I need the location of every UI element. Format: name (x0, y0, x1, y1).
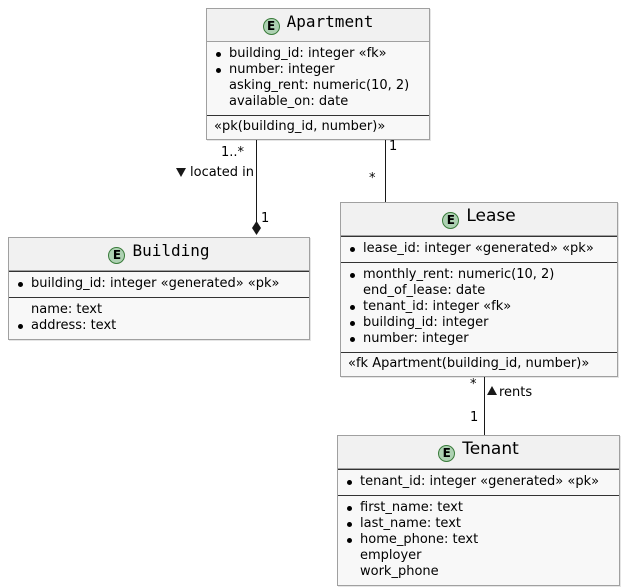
connector-apartment-building (256, 138, 257, 230)
entity-apartment[interactable]: E Apartment building_id: integer «fk» num… (206, 8, 430, 140)
entity-building-attributes: name: text address: text (9, 297, 309, 339)
entity-building[interactable]: E Building building_id: integer «generate… (8, 237, 310, 340)
attribute-row: name: text (31, 302, 103, 317)
cardinality-apartment-lease-target: * (369, 171, 376, 186)
attribute-row: work_phone (360, 564, 439, 579)
attribute-row: home_phone: text (345, 532, 612, 548)
entity-apartment-footer: «pk(building_id, number)» (207, 115, 429, 139)
attribute-row: asking_rent: numeric(10, 2) (229, 78, 410, 93)
entity-lease-header: E Lease (341, 203, 617, 236)
entity-apartment-title: Apartment (286, 12, 374, 31)
attribute-row: monthly_rent: numeric(10, 2) (348, 267, 610, 283)
attribute-row: lease_id: integer «generated» «pk» (348, 241, 610, 257)
primary-key-constraint: «pk(building_id, number)» (214, 119, 386, 134)
cardinality-lease-tenant-source: * (470, 377, 477, 392)
entity-tenant[interactable]: E Tenant tenant_id: integer «generated» «… (337, 435, 620, 586)
attribute-row: tenant_id: integer «generated» «pk» (345, 474, 612, 490)
entity-tenant-title: Tenant (462, 439, 519, 459)
entity-building-title: Building (132, 241, 210, 260)
entity-tenant-attributes: first_name: text last_name: text home_ph… (338, 495, 619, 585)
entity-building-key-attributes: building_id: integer «generated» «pk» (9, 271, 309, 297)
entity-icon: E (108, 247, 126, 264)
attribute-row: address: text (16, 318, 302, 334)
composition-diamond-icon (252, 221, 261, 235)
attribute-row: building_id: integer (348, 315, 610, 331)
relationship-direction-down-icon (176, 168, 186, 177)
attribute-row: last_name: text (345, 516, 612, 532)
relationship-direction-up-icon (487, 386, 497, 395)
attribute-row: first_name: text (345, 500, 612, 516)
relationship-label-rents: rents (499, 385, 533, 400)
cardinality-apartment-building-source: 1..* (221, 145, 245, 160)
cardinality-lease-tenant-target: 1 (470, 410, 479, 425)
entity-icon: E (262, 18, 280, 35)
relationship-label-located-in: located in (190, 165, 255, 180)
entity-lease-attributes: monthly_rent: numeric(10, 2) end_of_leas… (341, 262, 617, 352)
connector-lease-tenant (484, 372, 485, 436)
attribute-row: building_id: integer «generated» «pk» (16, 276, 302, 292)
attribute-row: employer (360, 548, 422, 563)
entity-building-header: E Building (9, 238, 309, 271)
entity-apartment-attributes: building_id: integer «fk» number: intege… (207, 42, 429, 115)
entity-lease-footer: «fk Apartment(building_id, number)» (341, 352, 617, 376)
cardinality-apartment-building-target: 1 (261, 211, 270, 226)
entity-tenant-header: E Tenant (338, 436, 619, 469)
entity-lease-title: Lease (466, 206, 516, 226)
connector-apartment-lease (385, 138, 386, 202)
entity-lease[interactable]: E Lease lease_id: integer «generated» «pk… (340, 202, 618, 377)
attribute-row: number: integer (348, 331, 610, 347)
attribute-row: available_on: date (229, 94, 349, 109)
entity-icon: E (438, 445, 456, 462)
entity-icon: E (442, 212, 460, 229)
attribute-row: number: integer (214, 62, 422, 78)
entity-lease-key-attributes: lease_id: integer «generated» «pk» (341, 236, 617, 262)
entity-apartment-header: E Apartment (207, 9, 429, 42)
foreign-key-constraint: «fk Apartment(building_id, number)» (348, 356, 590, 371)
entity-tenant-key-attributes: tenant_id: integer «generated» «pk» (338, 469, 619, 495)
attribute-row: building_id: integer «fk» (214, 46, 422, 62)
attribute-row: end_of_lease: date (363, 283, 486, 298)
cardinality-apartment-lease-source: 1 (389, 139, 398, 154)
attribute-row: tenant_id: integer «fk» (348, 299, 610, 315)
